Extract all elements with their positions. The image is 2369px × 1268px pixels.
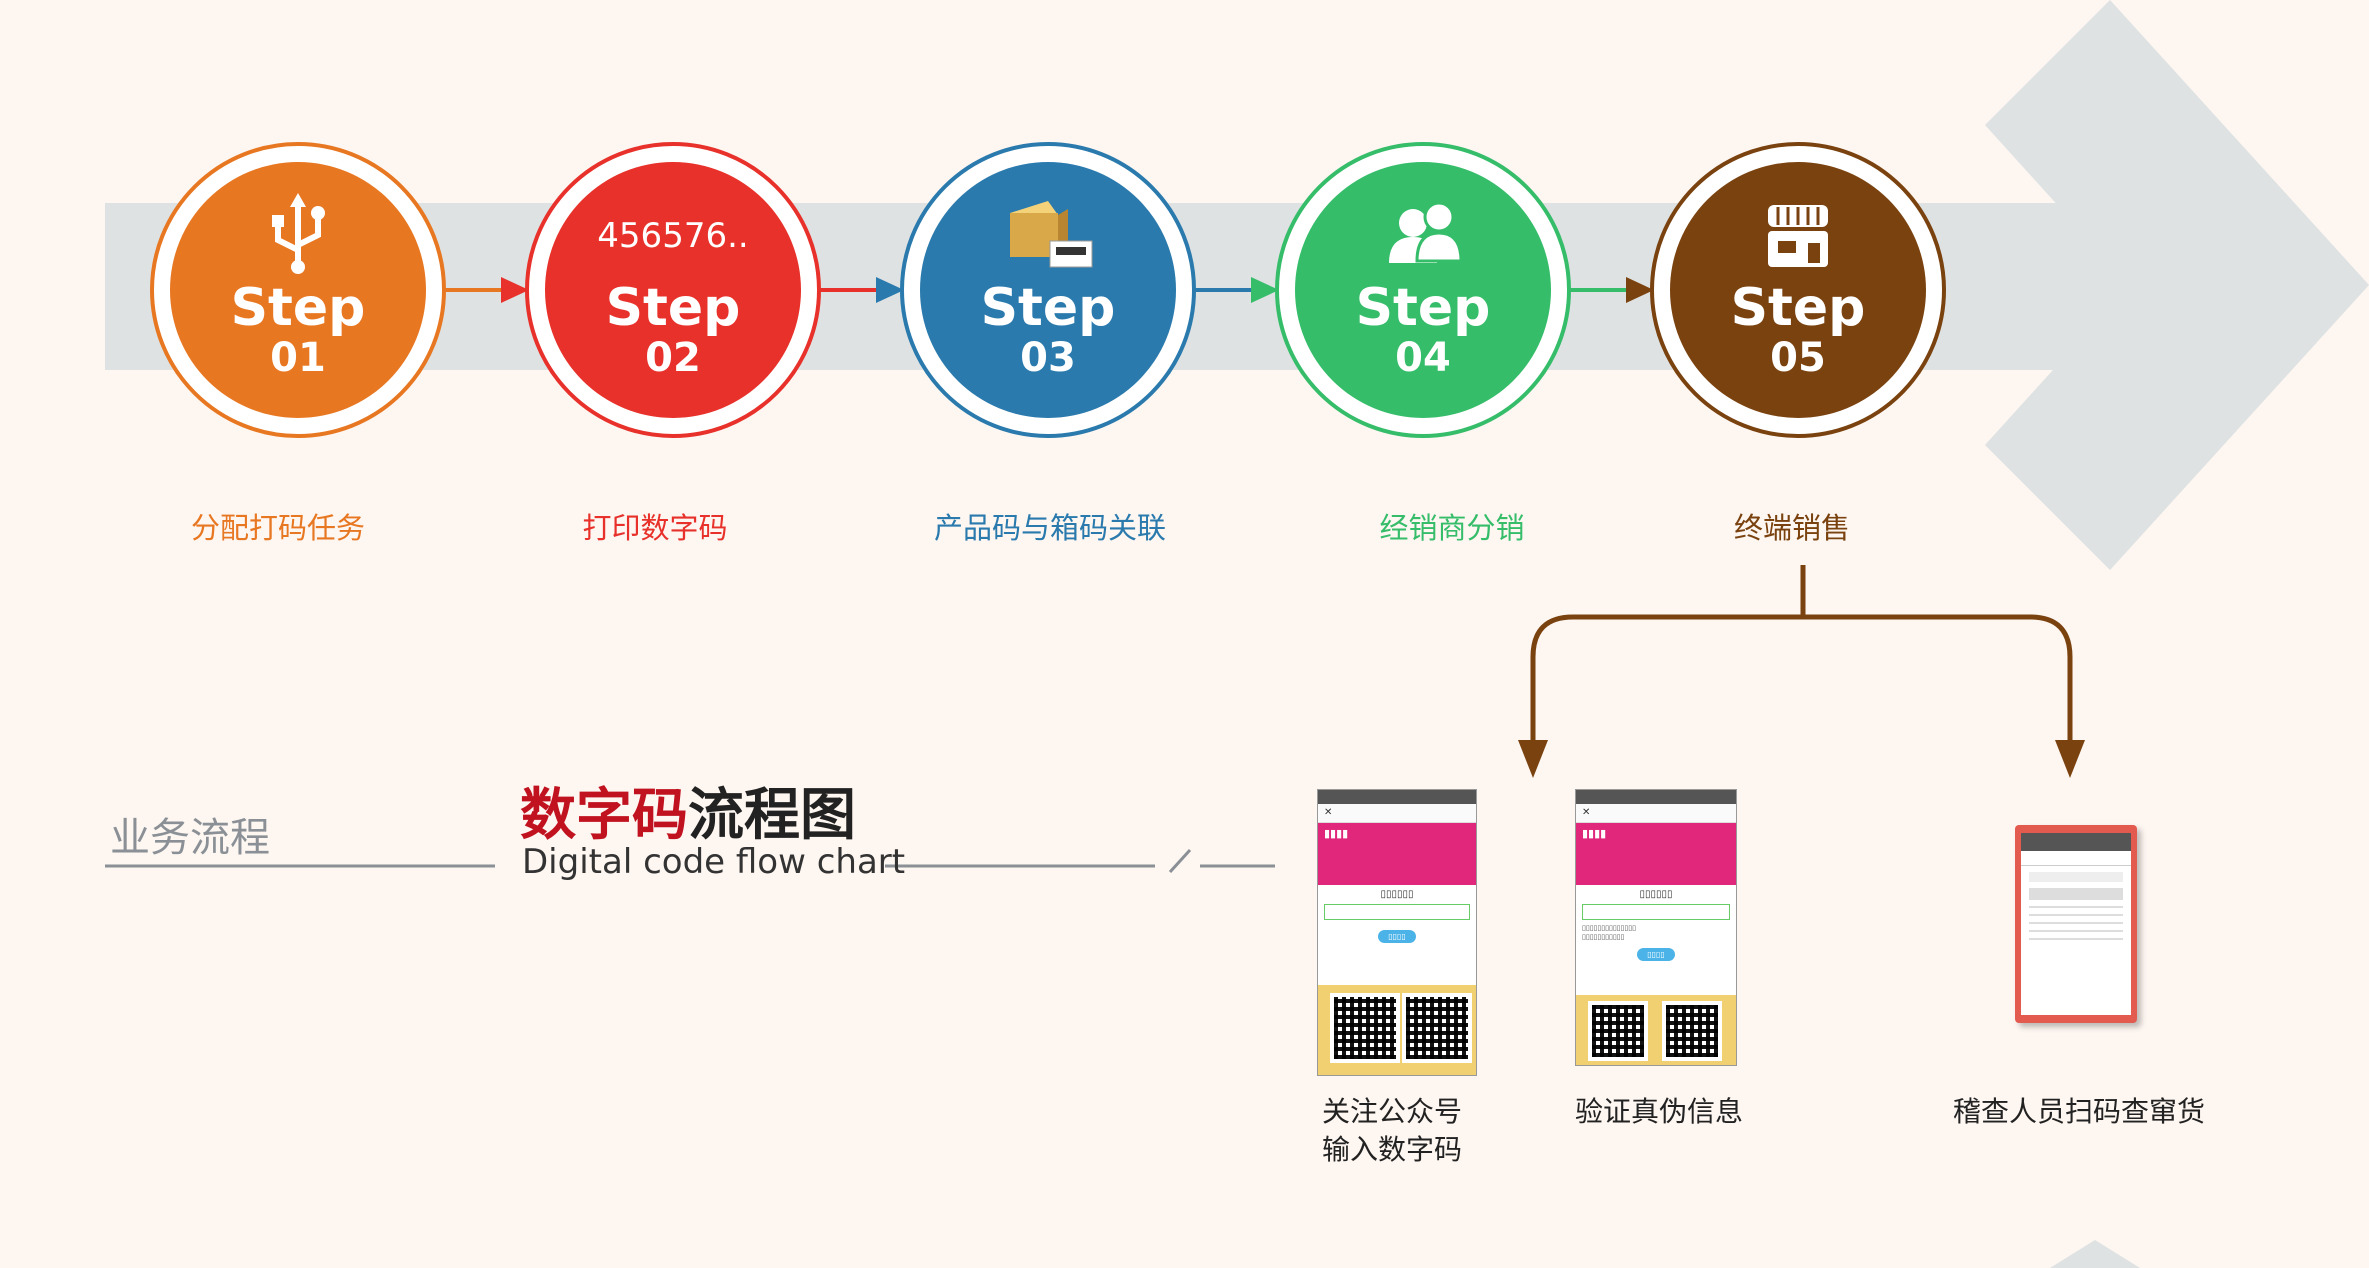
step-disc-04	[1295, 162, 1551, 418]
phone-screenshot-2: ✕ ▮▮▮▮ ▯▯▯▯▯▯ ▯▯▯▯▯▯▯▯▯▯▯▯▯▯▯▯▯▯▯▯▯▯▯▯▯ …	[1575, 789, 1737, 1066]
step-title-02: 打印数字码	[582, 511, 728, 545]
step-02-digits: 456576..	[597, 216, 748, 256]
step-disc-05	[1670, 162, 1926, 418]
step-disc-01	[170, 162, 426, 418]
branch-caption-2-line1: 验证真伪信息	[1575, 1095, 1744, 1128]
step-title-04: 经销商分销	[1379, 511, 1525, 545]
branch-arrows	[1530, 565, 2073, 740]
page-title-red: 数字码	[520, 783, 688, 848]
box-label-icon	[1010, 201, 1093, 268]
branch-caption-3: 稽查人员扫码查窜货	[1953, 1093, 2205, 1131]
branch-caption-1-line1: 关注公众号	[1322, 1095, 1463, 1128]
step-connectors	[444, 277, 1654, 303]
step-circles: 456576..	[150, 142, 1946, 438]
step-number: 02	[645, 335, 701, 381]
phone-screenshot-3	[2015, 825, 2137, 1023]
flow-band-arrow-head	[2060, 203, 2140, 370]
connector-arrowhead-01	[501, 277, 529, 303]
branch-caption-1-line2: 输入数字码	[1322, 1133, 1463, 1166]
step-number: 03	[1020, 335, 1076, 381]
step-title-01: 分配打码任务	[190, 511, 365, 545]
step-disc-02	[545, 162, 801, 418]
phone-screenshot-1: ✕ ▮▮▮▮ ▯▯▯▯▯▯ ▯▯▯▯	[1317, 789, 1477, 1076]
step-word: Step	[980, 278, 1116, 338]
step-word: Step	[1355, 278, 1491, 338]
page-title-dark: 流程图	[688, 783, 856, 848]
connector-arrowhead-03	[1251, 277, 1279, 303]
page-subtitle: Digital code flow chart	[522, 842, 906, 882]
store-icon	[1768, 205, 1828, 267]
step-number: 01	[270, 335, 326, 381]
step-title-03: 产品码与箱码关联	[933, 511, 1166, 545]
digits-text: 456576..	[597, 216, 748, 256]
step-word: Step	[1730, 278, 1866, 338]
branch-arrowhead-left	[1518, 740, 1548, 778]
section-label: 业务流程	[110, 815, 270, 861]
step-number: 04	[1395, 335, 1451, 381]
step-disc-03	[920, 162, 1176, 418]
usb-icon	[272, 193, 325, 274]
users-icon	[1389, 201, 1463, 263]
chevron-shape-bottom	[2050, 1240, 2140, 1268]
branch-arrowhead-right	[2055, 740, 2085, 778]
branch-caption-3-line1: 稽查人员扫码查窜货	[1953, 1095, 2206, 1128]
branch-caption-2: 验证真伪信息	[1575, 1093, 1743, 1131]
page-title: 数字码流程图	[520, 770, 856, 851]
step-word: Step	[230, 278, 366, 338]
connector-arrowhead-02	[876, 277, 904, 303]
section-slash	[1168, 848, 1192, 874]
branch-caption-1: 关注公众号 输入数字码	[1322, 1093, 1462, 1169]
chevron-shape	[1985, 0, 2369, 570]
connector-arrowhead-04	[1626, 277, 1654, 303]
step-word: Step	[605, 278, 741, 338]
step-title-05: 终端销售	[1733, 511, 1850, 545]
step-number: 05	[1770, 335, 1826, 381]
